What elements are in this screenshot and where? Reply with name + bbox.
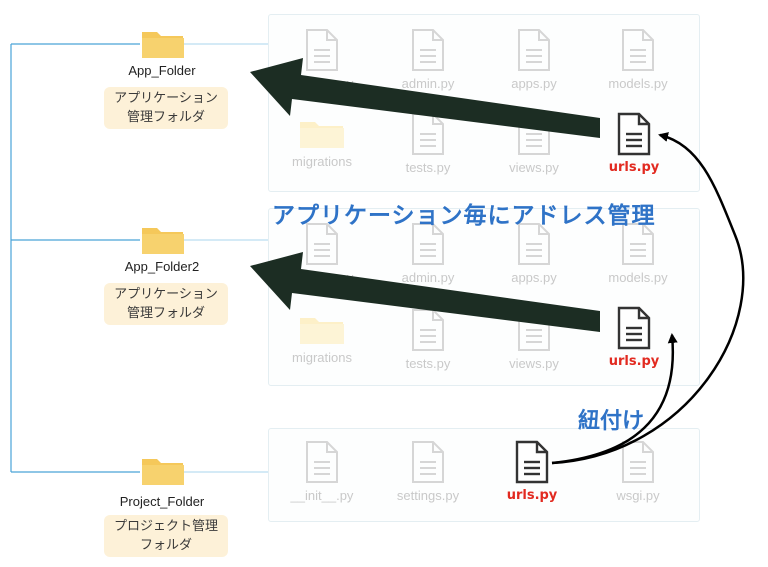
file-icon [622,29,654,71]
file-label: urls.py [608,160,660,175]
big-arrow-1 [250,58,600,138]
file-admin[interactable]: admin.py [368,28,488,91]
link-arrow-app1 [551,132,745,465]
file-label: models.py [608,270,668,285]
folder-note: プロジェクト管理 フォルダ [104,515,228,557]
note-line: アプリケーション [114,91,218,106]
note-line: プロジェクト管理 [113,519,218,534]
file-icon [515,440,549,484]
file-icon [518,29,550,71]
file-label: urls.py [608,354,660,369]
file-migrations[interactable]: migrations [262,116,382,169]
file-label: views.py [509,356,559,371]
file-init[interactable]: __init__.py [262,440,382,503]
file-label: wsgi.py [616,488,660,503]
file-label: migrations [292,350,352,365]
folder-name: App_Folder [128,63,196,78]
file-label: settings.py [396,488,460,503]
per-app-routing-label: アプリケーション毎にアドレス管理 [272,203,656,229]
file-urls-app2[interactable]: urls.py [574,306,694,369]
folder-name: Project_Folder [119,494,205,509]
file-urls-project[interactable]: urls.py [472,440,592,503]
file-icon [306,441,338,483]
file-icon [622,223,654,265]
file-icon [306,29,338,71]
big-arrow-2 [250,252,600,332]
file-label: urls.py [506,488,558,503]
file-icon [412,441,444,483]
file-icon [622,441,654,483]
note-line: 管理フォルダ [126,306,205,321]
folder-note: アプリケーション 管理フォルダ [104,283,228,325]
file-icon [412,29,444,71]
note-line: アプリケーション [114,287,218,302]
file-migrations[interactable]: migrations [262,312,382,365]
folder-icon [142,32,184,58]
folder-icon [300,318,344,344]
file-apps[interactable]: apps.py [474,222,594,285]
file-apps[interactable]: apps.py [474,28,594,91]
file-settings[interactable]: settings.py [368,440,488,503]
file-label: __init__.py [290,488,354,503]
file-label: apps.py [511,270,557,285]
file-models[interactable]: models.py [578,28,698,91]
file-icon [412,223,444,265]
folder-name: App_Folder2 [124,259,200,274]
file-label: apps.py [511,76,557,91]
folder-icon [142,459,184,485]
file-icon [617,112,651,156]
folder-icon [142,228,184,254]
folder-note: アプリケーション 管理フォルダ [104,87,228,129]
file-icon [306,223,338,265]
link-arrow-app2 [551,333,678,465]
note-line: 管理フォルダ [126,110,205,125]
file-label: tests.py [405,160,451,175]
link-label: 紐付け [578,409,645,434]
file-icon [518,223,550,265]
file-urls-app1[interactable]: urls.py [574,112,694,175]
file-label: tests.py [405,356,451,371]
note-line: フォルダ [139,538,192,553]
file-label: admin.py [401,270,455,285]
file-label: admin.py [401,76,455,91]
file-icon [617,306,651,350]
file-label: migrations [292,154,352,169]
file-label: views.py [509,160,559,175]
folder-icon [300,122,344,148]
file-admin[interactable]: admin.py [368,222,488,285]
file-wsgi[interactable]: wsgi.py [578,440,698,503]
file-label: models.py [608,76,668,91]
file-models[interactable]: models.py [578,222,698,285]
